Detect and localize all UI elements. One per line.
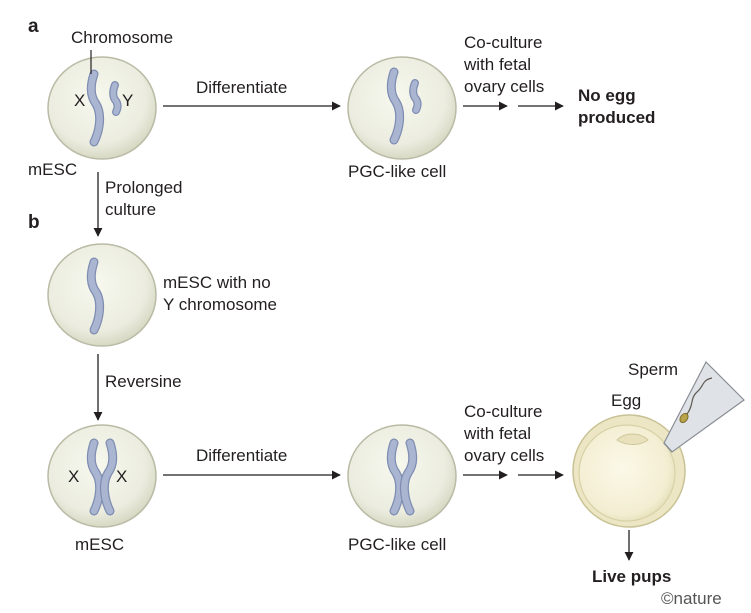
live-pups-label: Live pups (592, 567, 672, 586)
egg-label: Egg (611, 391, 642, 410)
no-egg-label: No egg produced (578, 86, 656, 127)
co-culture-label-a: Co-culture with fetal ovary cells (464, 33, 545, 96)
differentiate-label-b: Differentiate (196, 446, 288, 465)
x-chromosomes-mesc-b (86, 438, 118, 516)
sperm-label: Sperm (628, 360, 679, 379)
x-chromosome-mesc-no-y (86, 257, 105, 335)
x-label-b-left: X (68, 467, 80, 486)
sperm-injection-pipette (663, 360, 745, 453)
y-chromosome-pgc-a (409, 79, 422, 114)
sperm-icon (679, 377, 713, 424)
panel-label-b: b (28, 212, 40, 233)
y-label-a: Y (122, 91, 134, 110)
pgc-like-cell-label-a: PGC-like cell (348, 162, 447, 181)
prolonged-culture-label: Prolonged culture (105, 178, 183, 219)
x-chromosomes-pgc-b (386, 438, 418, 516)
y-chromosome-mesc-a (109, 81, 122, 116)
chromosome-label: Chromosome (71, 28, 174, 47)
panel-label-a: a (28, 16, 39, 37)
x-chromosome-pgc-a (386, 67, 405, 145)
pgc-like-cell-label-b: PGC-like cell (348, 535, 447, 554)
x-chromosome-mesc-a (86, 69, 105, 147)
differentiate-label-a: Differentiate (196, 78, 288, 97)
mesc-label-a: mESC (28, 160, 78, 179)
egg-cell (572, 414, 686, 528)
reversine-label: Reversine (105, 372, 182, 391)
x-label-a: X (74, 91, 86, 110)
nature-credit: ©nature (661, 589, 722, 608)
mesc-no-y-label: mESC with no Y chromosome (163, 273, 278, 314)
mesc-label-b: mESC (75, 535, 125, 554)
co-culture-label-b: Co-culture with fetal ovary cells (464, 402, 545, 465)
x-label-b-right: X (116, 467, 128, 486)
